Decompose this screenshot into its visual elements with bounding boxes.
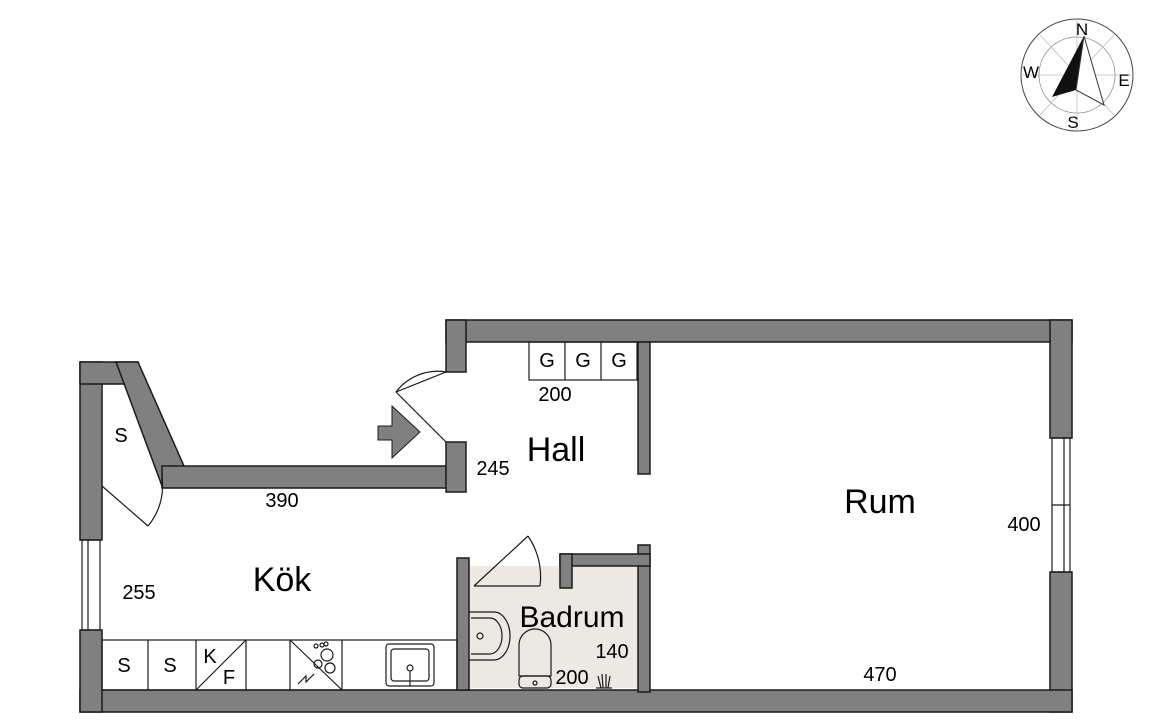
toilet-icon xyxy=(518,628,552,689)
kok-storage-label: S xyxy=(114,425,127,447)
compass-rose-icon: N E S W xyxy=(1020,18,1134,132)
room-label-badrum: Badrum xyxy=(519,601,624,634)
dim-rum-depth: 400 xyxy=(1007,514,1040,536)
kitchen-counter: S S K F xyxy=(101,639,458,691)
dim-hall-depth: 245 xyxy=(476,458,509,480)
counter-storage-1: S xyxy=(117,655,130,677)
washbasin-icon xyxy=(469,611,511,661)
room-label-kok: Kök xyxy=(253,561,313,599)
walls xyxy=(79,319,1073,713)
entrance-door xyxy=(395,370,447,443)
entrance-arrow-icon xyxy=(377,404,421,460)
wardrobe-label-3: G xyxy=(611,350,627,372)
window-right xyxy=(1051,437,1071,573)
hall-wardrobes: G G G xyxy=(528,341,638,381)
kok-storage-door xyxy=(101,477,164,527)
dim-rum-width: 470 xyxy=(863,664,896,686)
compass-north: N xyxy=(1076,20,1088,39)
window-left xyxy=(81,539,101,631)
compass-south: S xyxy=(1067,113,1078,132)
dim-badrum-depth: 140 xyxy=(595,641,628,663)
compass-west: W xyxy=(1023,63,1039,82)
sink-icon xyxy=(385,643,435,687)
wardrobe-label-2: G xyxy=(575,350,591,372)
dim-hall-width: 200 xyxy=(538,384,571,406)
counter-storage-2: S xyxy=(163,655,176,677)
compass-east: E xyxy=(1118,71,1129,90)
dim-kok-length: 390 xyxy=(265,490,298,512)
room-label-rum: Rum xyxy=(844,483,916,521)
dim-kok-depth: 255 xyxy=(122,582,155,604)
room-label-hall: Hall xyxy=(527,431,586,469)
dim-badrum-width: 200 xyxy=(555,667,588,689)
stove-icon xyxy=(289,639,343,691)
fridge-label-k: K xyxy=(203,646,217,668)
shower-icon xyxy=(596,673,612,689)
wardrobe-label-1: G xyxy=(539,350,555,372)
fridge-label-f: F xyxy=(223,667,235,689)
bathroom-door xyxy=(473,535,542,587)
